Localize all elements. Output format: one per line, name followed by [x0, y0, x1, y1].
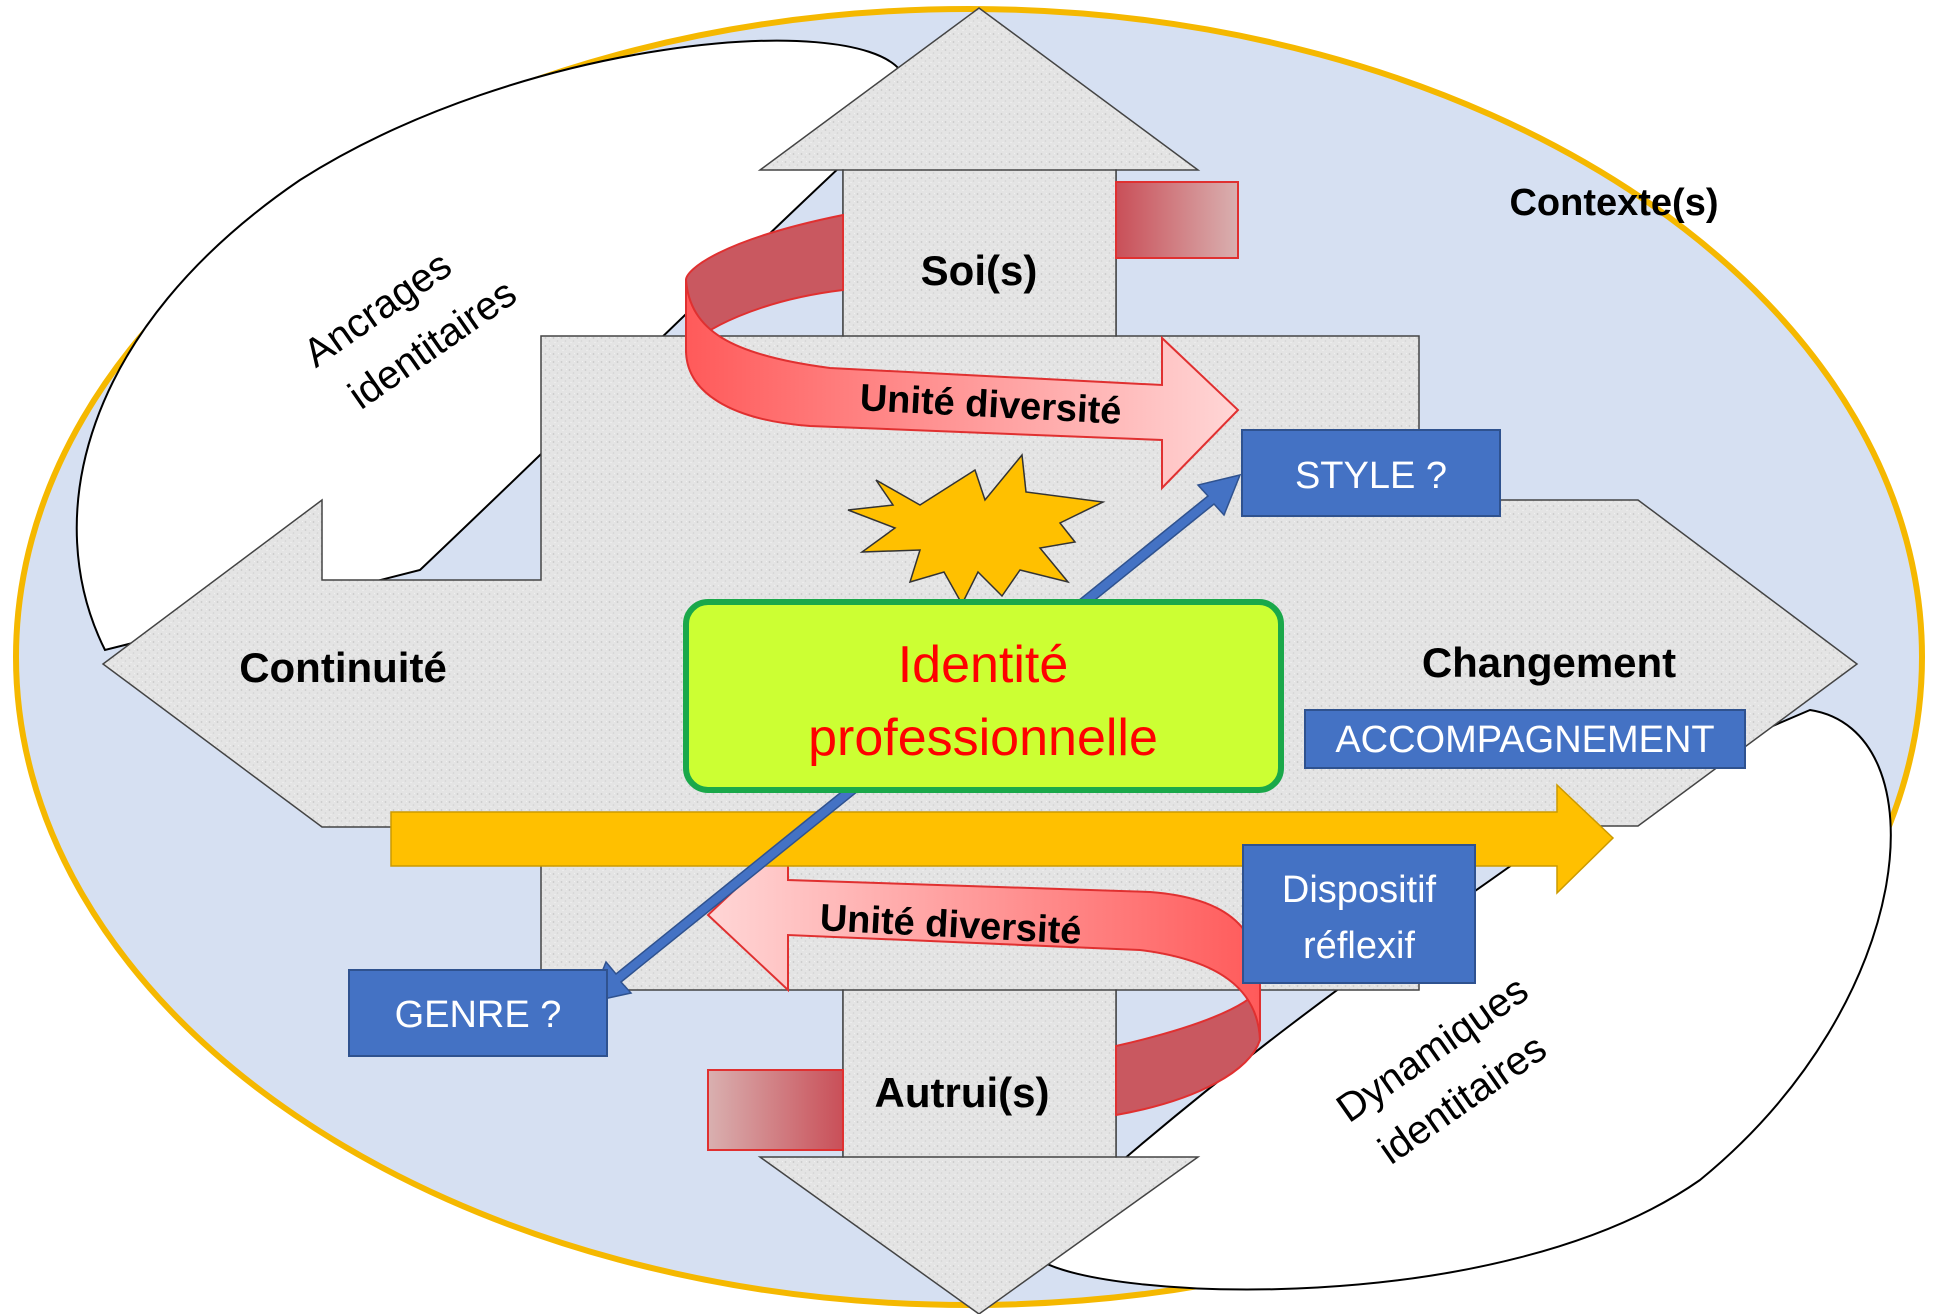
changement-label: Changement [1422, 639, 1676, 686]
red-band-bottom-back [707, 1069, 844, 1151]
accompagnement-box [1304, 709, 1746, 769]
red-band-top-back [1115, 181, 1239, 259]
style-box [1241, 429, 1501, 517]
genre-box [348, 969, 608, 1057]
unite-arrow-top-body [685, 279, 1240, 491]
red-band-bottom-right [1115, 984, 1261, 1117]
accompagnement-box-label: ACCOMPAGNEMENT [1335, 719, 1714, 761]
center-title-line2: professionnelle [808, 709, 1158, 767]
autrui-label: Autrui(s) [875, 1069, 1050, 1116]
dispositif-box-line1: Dispositif [1282, 869, 1437, 911]
yellow-burst [847, 453, 1106, 606]
ancrages-loop [75, 39, 943, 652]
center-title-line1: Identité [898, 636, 1069, 694]
continuite-label: Continuité [239, 644, 447, 691]
soi-box [842, 169, 1117, 337]
soi-label: Soi(s) [921, 247, 1038, 294]
style-box-label: STYLE ? [1295, 455, 1447, 497]
center-box [683, 599, 1284, 793]
dispositif-box-line2: réflexif [1303, 925, 1415, 967]
dispositif-box [1242, 844, 1476, 984]
genre-box-label: GENRE ? [395, 994, 562, 1036]
contexte-label: Contexte(s) [1509, 182, 1718, 224]
